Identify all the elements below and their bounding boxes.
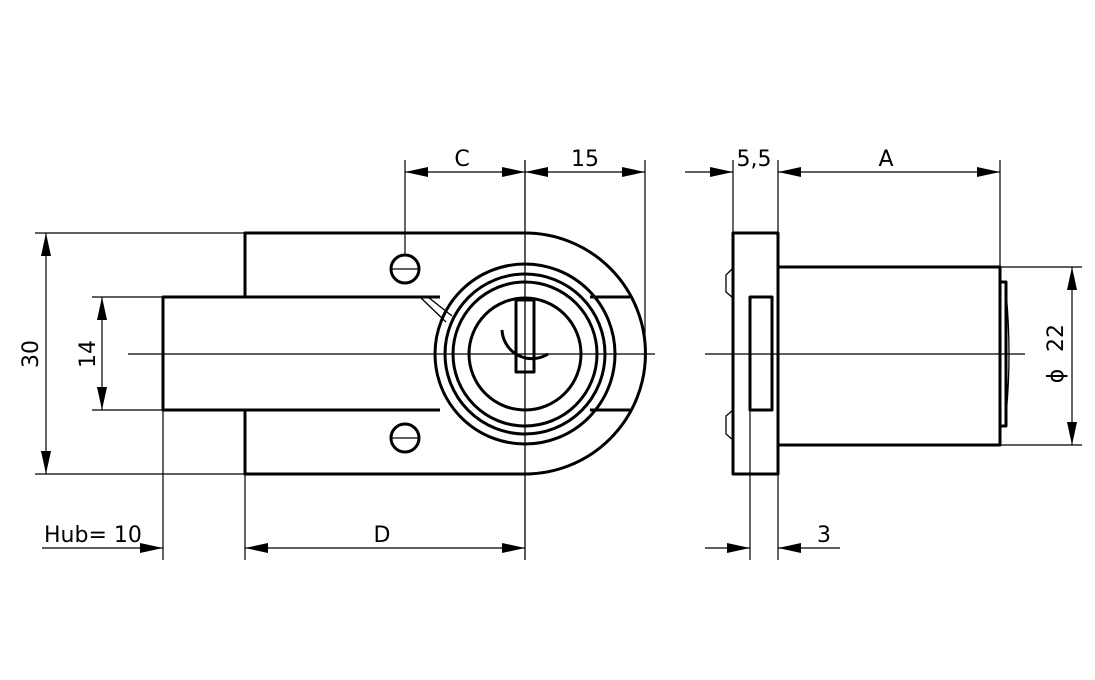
key-slot-curve	[500, 329, 549, 361]
dim-15-label: 15	[571, 147, 599, 172]
flange-notch-top	[725, 267, 734, 299]
dim-hub-label: Hub= 10	[44, 523, 142, 548]
dim-22-label: 22	[1044, 324, 1069, 352]
dim-d-label: D	[374, 523, 391, 548]
dim-14-label: 14	[76, 340, 101, 368]
dim-55-label: 5,5	[737, 147, 772, 172]
front-view	[128, 160, 655, 560]
dim-a-label: A	[878, 147, 893, 172]
dim-c-label: C	[454, 147, 469, 172]
screw-hole-bottom-icon	[389, 422, 421, 454]
chamfer-line-2	[427, 296, 453, 317]
dim-22-phi-symbol: ϕ	[1044, 369, 1069, 384]
screw-hole-top-icon	[389, 253, 421, 285]
flange-notch-bottom	[725, 409, 734, 441]
barrel	[776, 265, 1002, 447]
dimensions: C 15 5,5 A 30 14	[19, 147, 1082, 560]
side-view	[705, 231, 1025, 476]
dim-30-label: 30	[19, 340, 44, 368]
dim-3-label: 3	[817, 523, 831, 548]
